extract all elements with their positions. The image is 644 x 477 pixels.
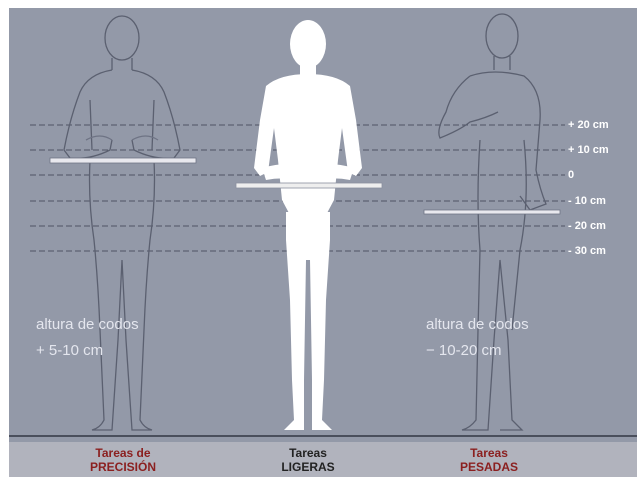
elbow-height-right-range: − 10-20 cm — [426, 342, 501, 360]
figure-light-work — [254, 20, 362, 430]
task-label-heavy: Tareas PESADAS — [434, 446, 544, 474]
elbow-height-right-title: altura de codos — [426, 316, 529, 334]
level-label-minus-30: - 30 cm — [568, 245, 606, 257]
task-label-heavy-line2: PESADAS — [434, 460, 544, 474]
level-label-plus-10: + 10 cm — [568, 144, 609, 156]
figure-precision — [64, 16, 180, 430]
light-work-surface — [236, 183, 382, 188]
task-label-light-line1: Tareas — [253, 446, 363, 460]
task-label-heavy-line1: Tareas — [434, 446, 544, 460]
task-label-precision-line1: Tareas de — [68, 446, 178, 460]
elbow-height-left-title: altura de codos — [36, 316, 139, 334]
figure-heavy-work — [439, 14, 546, 430]
task-label-precision: Tareas de PRECISIÓN — [68, 446, 178, 474]
precision-work-surface — [50, 158, 196, 163]
task-label-light: Tareas LIGERAS — [253, 446, 363, 474]
level-label-zero: 0 — [568, 169, 574, 181]
elbow-height-left-range: + 5-10 cm — [36, 342, 103, 360]
task-label-light-line2: LIGERAS — [253, 460, 363, 474]
level-label-minus-10: - 10 cm — [568, 195, 606, 207]
level-label-plus-20: + 20 cm — [568, 119, 609, 131]
heavy-work-surface — [424, 210, 560, 214]
level-label-minus-20: - 20 cm — [568, 220, 606, 232]
task-label-precision-line2: PRECISIÓN — [68, 460, 178, 474]
